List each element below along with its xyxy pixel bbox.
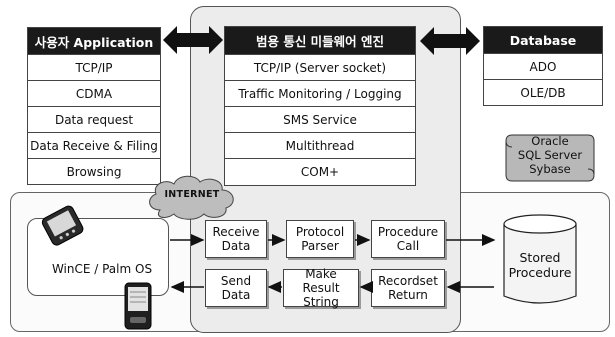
database-table: Database ADO OLE/DB xyxy=(483,26,603,106)
process-line: Receive xyxy=(212,225,260,239)
middleware-row: SMS Service xyxy=(225,106,415,132)
palm-device-icon xyxy=(124,282,152,330)
db-product: Sybase xyxy=(529,162,571,176)
process-line: Send xyxy=(220,274,252,288)
process-line: Call xyxy=(396,239,420,253)
process-line: Return xyxy=(388,288,428,302)
internet-cloud-icon xyxy=(149,175,234,220)
double-arrow-right-icon xyxy=(420,27,480,55)
process-line: Procedure xyxy=(377,225,439,239)
double-arrow-left-icon xyxy=(163,26,223,54)
database-cylinder-icon xyxy=(503,214,577,304)
process-line: Data xyxy=(221,288,251,302)
db-product: SQL Server xyxy=(517,148,583,162)
pda-icon xyxy=(41,205,84,246)
user-app-title: 사용자 Application xyxy=(28,28,160,54)
stored-procedure-label: Stored Procedure xyxy=(500,250,580,280)
user-app-row: CDMA xyxy=(28,80,160,106)
stored-procedure-line: Procedure xyxy=(508,265,572,280)
internet-label: INTERNET xyxy=(164,189,220,200)
middleware-table: 범용 통신 미들웨어 엔진 TCP/IP (Server socket) Tra… xyxy=(224,26,416,186)
middleware-row: TCP/IP (Server socket) xyxy=(225,54,415,80)
database-title: Database xyxy=(484,27,602,53)
database-row: OLE/DB xyxy=(484,79,602,105)
process-line: Result String xyxy=(302,281,340,309)
user-app-row: TCP/IP xyxy=(28,54,160,80)
device-label: WinCE / Palm OS xyxy=(51,262,153,276)
process-line: Protocol xyxy=(295,225,345,239)
stored-procedure-line: Stored xyxy=(519,250,561,265)
process-line: Recordset xyxy=(378,274,438,288)
user-app-table: 사용자 Application TCP/IP CDMA Data request… xyxy=(27,27,161,185)
process-line: Parser xyxy=(301,239,339,253)
database-row: ADO xyxy=(484,53,602,79)
db-products-scroll-icon xyxy=(505,134,595,182)
user-app-row: Data Receive & Filing xyxy=(28,132,160,158)
middleware-row: Traffic Monitoring / Logging xyxy=(225,80,415,106)
middleware-title: 범용 통신 미들웨어 엔진 xyxy=(225,27,415,54)
process-line: Data xyxy=(221,239,251,253)
db-products-list: Oracle SQL Server Sybase xyxy=(506,134,594,176)
user-app-row: Browsing xyxy=(28,158,160,184)
process-line: Make xyxy=(305,267,337,281)
middleware-row: Multithread xyxy=(225,132,415,158)
db-product: Oracle xyxy=(531,134,569,148)
user-app-row: Data request xyxy=(28,106,160,132)
middleware-row: COM+ xyxy=(225,158,415,184)
